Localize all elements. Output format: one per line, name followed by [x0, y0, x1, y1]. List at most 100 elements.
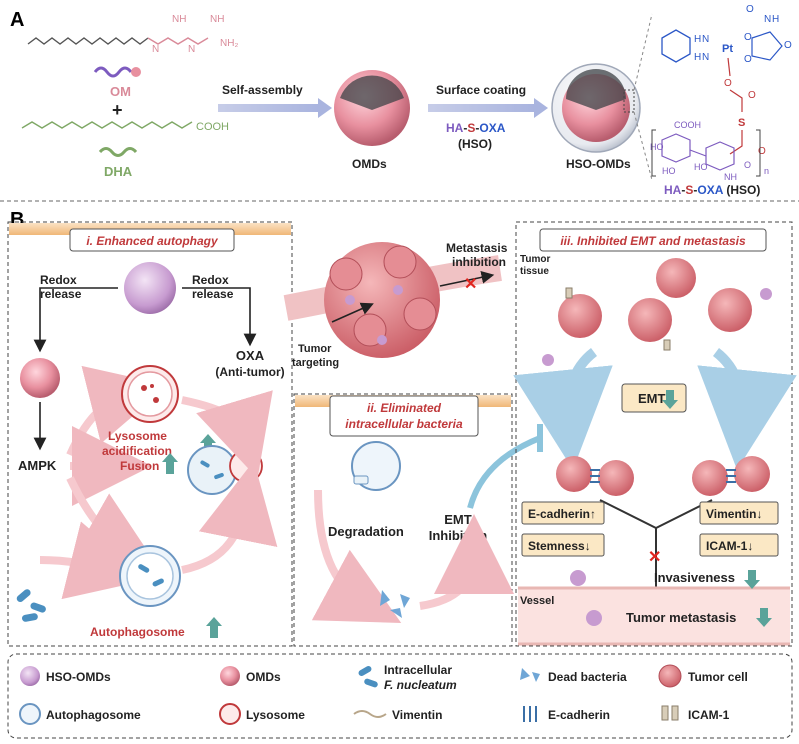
hso-omds-small: [377, 335, 387, 345]
svg-text:O: O: [746, 4, 754, 15]
targeting-arrow: [331, 302, 374, 323]
chemical-structure: H N H N Pt O O O O N H O O S O COOH HO H…: [650, 4, 792, 182]
legend-bacteria-icon: [358, 666, 372, 676]
svg-text:N: N: [702, 52, 709, 63]
stemness-label: Stemness↓: [528, 539, 591, 553]
legend-lysosome-icon: [219, 703, 241, 725]
box1-title: i. Enhanced autophagy: [86, 234, 219, 248]
dha-cooh: COOH: [196, 121, 229, 133]
legend-dead-bacteria-icon: [520, 668, 530, 680]
metastasis-inhibition-1: Metastasis: [446, 241, 508, 255]
box3-title-frame: [539, 228, 767, 252]
svg-text:Pt: Pt: [722, 43, 733, 55]
hso-omds-small: [542, 354, 554, 366]
metastasis-inhibition-2: inhibition: [452, 255, 506, 269]
legend-vimentin: Vimentin: [392, 708, 442, 722]
legend-autophagosome-icon: [19, 703, 41, 725]
svg-text:O: O: [724, 78, 732, 89]
redox-right-arrow: [182, 287, 257, 347]
svg-text:NH: NH: [724, 172, 737, 182]
omds-core: [340, 75, 404, 110]
emt-label: EMT: [638, 391, 666, 406]
convergence-lines: [599, 499, 713, 530]
dha-label: DHA: [104, 164, 133, 179]
legend-lysosome: Lysosome: [246, 708, 305, 722]
bacterium-icon: [16, 589, 31, 603]
emt-flow-right: [697, 348, 797, 470]
icam-label: ICAM-1↓: [706, 539, 753, 553]
om-group-6: NH₂: [220, 38, 238, 49]
vimentin-label: Vimentin↓: [706, 507, 762, 521]
legend-tumor-cell-icon: [658, 664, 682, 688]
hso-omds-small: [586, 610, 602, 626]
surface-coating-label: Surface coating: [436, 83, 526, 97]
bacterium-icon: [30, 602, 46, 613]
fusion-vesicle-icon: [187, 445, 237, 495]
tumor-metastasis-label: Tumor metastasis: [626, 610, 736, 625]
dha-icon: [98, 147, 138, 157]
svg-text:O: O: [758, 146, 766, 157]
down-arrow-icon: [756, 608, 772, 627]
block-x-icon: ✕: [648, 549, 661, 566]
tumor-cell-icon: [383, 245, 417, 279]
legend-autophagosome: Autophagosome: [46, 708, 141, 722]
redox-right-2: release: [192, 287, 234, 301]
svg-text:N: N: [702, 34, 709, 45]
bacterium-icon: [21, 613, 38, 622]
zoom-line-top: [633, 13, 653, 91]
tumor-cell-icon: [656, 258, 696, 298]
hso-omds-core: [566, 69, 626, 110]
om-group-3: N: [152, 44, 159, 55]
svg-text:O: O: [784, 40, 792, 51]
icam-box: [699, 533, 779, 557]
vimentin-box: [699, 501, 779, 525]
down-arrow-icon: [744, 570, 760, 589]
tumor-cell-icon: [628, 298, 672, 342]
legend-dead-bacteria-icon: [532, 672, 540, 682]
box1-title-frame: [69, 228, 235, 252]
fusion-lysosome-icon: [229, 449, 263, 483]
svg-text:O: O: [744, 160, 751, 170]
redox-left-1: Redox: [40, 273, 77, 287]
legend-bacteria-icon: [364, 678, 378, 688]
hso-formula: HA-S-OXA: [446, 121, 506, 135]
om-chain: [27, 37, 149, 45]
tumor-targeting-1: Tumor: [298, 343, 332, 355]
tumor-cell-icon: [692, 460, 728, 496]
svg-text:HO: HO: [694, 162, 708, 172]
self-assembly-label: Self-assembly: [222, 83, 303, 97]
hso-omds-small: [570, 570, 586, 586]
lysosome-granule: [141, 385, 147, 391]
box3-title: iii. Inhibited EMT and metastasis: [560, 234, 746, 248]
om-label: OM: [110, 84, 131, 99]
omds-particle: [20, 358, 60, 398]
tumor-cell-icon: [734, 456, 770, 492]
box2-title-frame: [329, 395, 479, 437]
icam-icon: [565, 287, 573, 299]
svg-text:N: N: [764, 14, 771, 25]
svg-text:O: O: [744, 54, 752, 65]
tumor-tissue-2: tissue: [520, 266, 549, 277]
hso-omds-particle: [124, 262, 176, 314]
up-arrow-icon: [206, 617, 222, 638]
autophagosome-label: Autophagosome: [90, 625, 185, 639]
bacterium-icon: [152, 578, 164, 587]
surface-coating-arrowhead: [534, 98, 548, 118]
lysosome-acid-2: acidification: [102, 444, 172, 458]
ampk-label: AMPK: [18, 458, 57, 473]
up-arrow-icon: [162, 453, 178, 474]
tumor-cell-icon: [556, 456, 592, 492]
tumor-cell-icon: [708, 288, 752, 332]
bacterium-icon: [138, 564, 150, 573]
om-group-1: NH: [172, 14, 186, 25]
legend-hso-omds-icon: [20, 666, 40, 686]
block-x-icon: ✕: [464, 276, 477, 293]
box-enhanced-autophagy: [7, 221, 293, 647]
hso-omds-small: [393, 285, 403, 295]
emt-flow-left: [513, 348, 613, 470]
svg-text:H: H: [694, 34, 701, 45]
vessel-band: [518, 588, 790, 644]
autophagosome-inner: [126, 552, 174, 600]
lysosome-to-fusion-flow: [181, 390, 273, 479]
